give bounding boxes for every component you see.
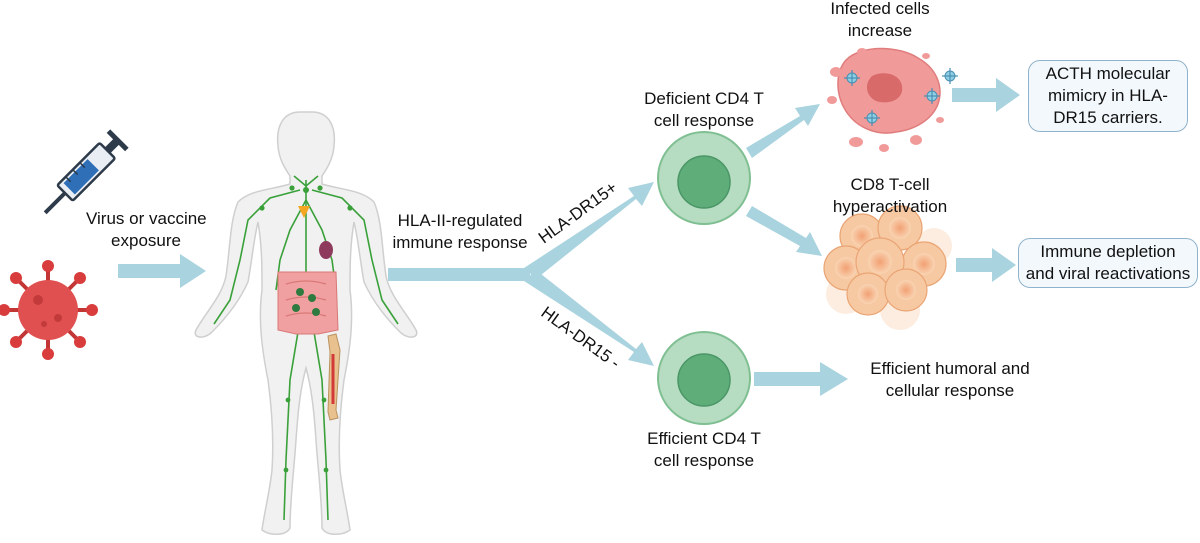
label-infected-cells: Infected cells increase [810,0,950,42]
label-infected-line2: increase [847,21,913,40]
infected-cells-icon [827,47,958,152]
label-efficient-line2: cell response [653,451,755,470]
arrow-lower-branch [524,270,654,366]
label-deficient-line2: cell response [653,111,755,130]
label-hla-response: HLA-II-regulated immune response [380,210,540,254]
label-efficient-cd4: Efficient CD4 T cell response [630,428,778,472]
box-acth-line2: mimicry in HLA- [1048,86,1168,105]
t-cell-icon [657,131,751,225]
virus-icon [0,260,98,360]
box-immune-depletion: Immune depletion and viral reactivations [1018,238,1198,288]
arrow-hla-split [388,268,530,281]
label-exposure-line1: Virus or vaccine [86,209,207,228]
box-acth-mimicry: ACTH molecular mimicry in HLA- DR15 carr… [1028,60,1188,132]
label-hla-response-line1: HLA-II-regulated [397,211,523,230]
arrow-to-infected [746,104,820,158]
arrow-to-cd8 [746,206,822,256]
label-cd8-line1: CD8 T-cell [850,175,930,194]
label-cd8-line2: hyperactivation [832,197,948,216]
arrow-upper-branch [524,182,654,279]
syringe-icon [43,129,129,215]
arrow-exposure [118,254,206,288]
label-exposure: Virus or vaccine exposure [86,208,207,252]
label-humoral-line1: Efficient humoral and [870,359,1030,378]
label-deficient-line1: Deficient CD4 T [644,89,764,108]
arrow-to-acth [952,78,1020,112]
cd8-cell-cluster-icon [823,205,952,330]
label-efficient-line1: Efficient CD4 T [647,429,761,448]
arrow-to-humoral [754,362,848,396]
label-deficient-cd4: Deficient CD4 T cell response [630,88,778,132]
arrow-to-immune [956,248,1016,282]
label-cd8-hyperactivation: CD8 T-cell hyperactivation [820,174,960,218]
t-cell-icon [657,331,751,425]
box-immune-line1: Immune depletion [1040,242,1176,261]
label-humoral-line2: cellular response [885,381,1015,400]
human-body-lymphatic-icon [194,111,418,535]
label-infected-line1: Infected cells [830,0,930,18]
box-acth-line3: DR15 carriers. [1053,108,1163,127]
label-humoral-response: Efficient humoral and cellular response [852,358,1048,402]
label-exposure-line2: exposure [111,231,181,250]
box-immune-line2: and viral reactivations [1025,264,1191,283]
box-acth-line1: ACTH molecular [1045,64,1171,83]
label-hla-response-line2: immune response [392,233,528,252]
